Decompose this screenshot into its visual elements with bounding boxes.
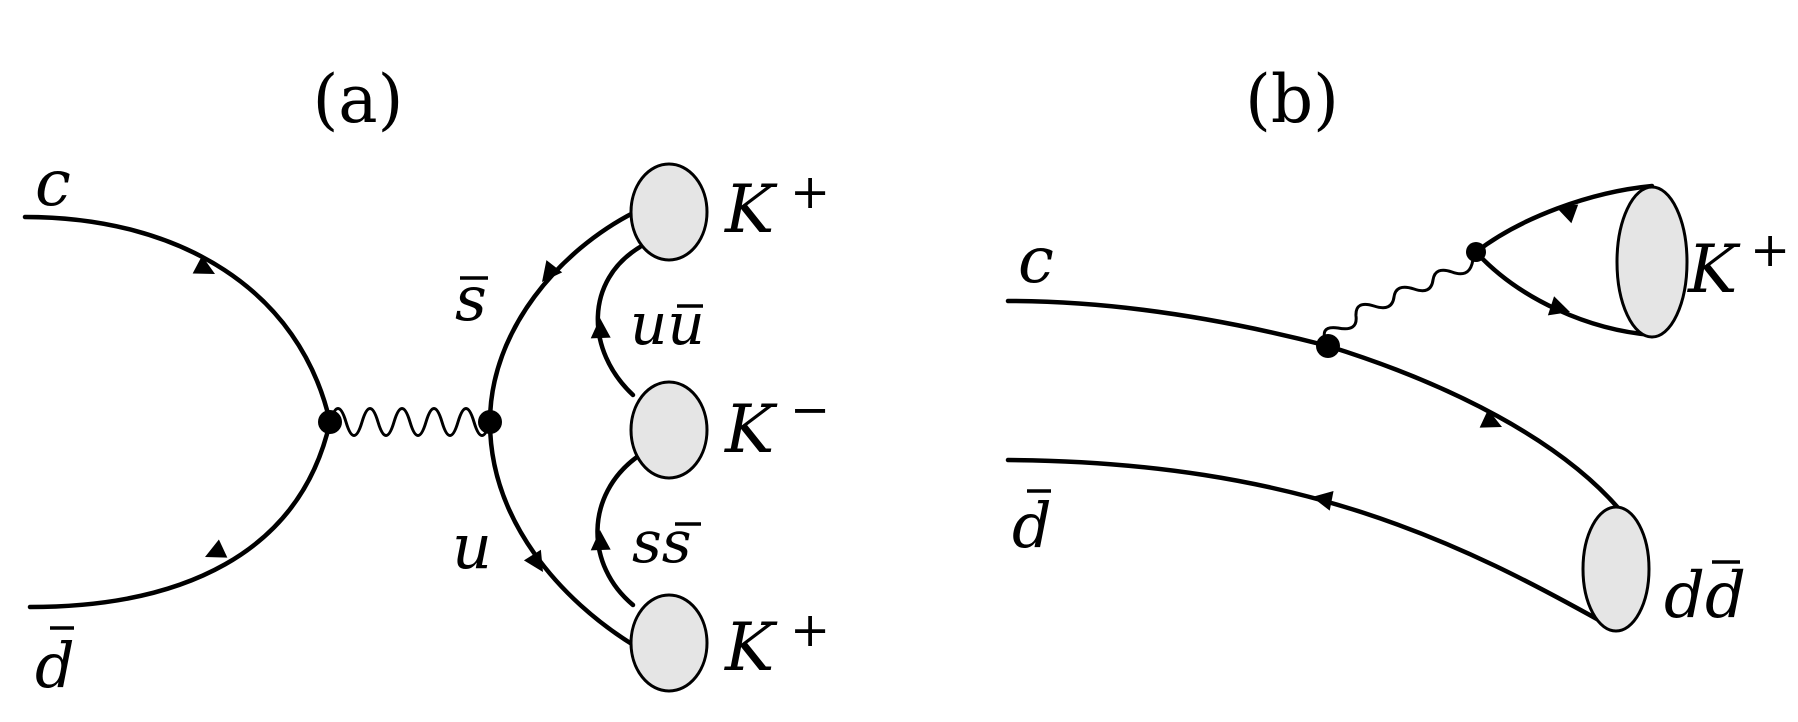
label-ssbar-base: ss bbox=[632, 508, 692, 576]
label-kplus-b-base: K bbox=[1687, 231, 1741, 308]
dbar-quark-arrow bbox=[205, 539, 228, 558]
label-kminus: K − bbox=[724, 382, 830, 468]
label-c: c bbox=[35, 147, 71, 221]
kplus-bottom-meson bbox=[629, 593, 709, 693]
panel-b: (b) c d K + dd bbox=[1005, 61, 1790, 633]
label-kplus-bottom: K + bbox=[724, 602, 830, 686]
sbar-quark-arrow bbox=[542, 260, 563, 282]
label-ssbar: ss bbox=[632, 508, 701, 576]
kplus-meson-b bbox=[1615, 185, 1689, 339]
ssbar-pair-line bbox=[595, 454, 640, 608]
sbar-quark-line bbox=[487, 209, 638, 425]
panel-a-title: (a) bbox=[313, 61, 404, 138]
label-ddbar-b-base: dd bbox=[1664, 559, 1746, 633]
kplus-quark-upper-line-b bbox=[1473, 183, 1655, 255]
u-quark-arrow bbox=[523, 549, 543, 572]
label-kplus-bottom-base: K bbox=[724, 609, 778, 686]
label-kplus-bottom-sup: + bbox=[790, 602, 830, 658]
ssbar-pair-arrow bbox=[590, 530, 611, 551]
dbar-quark-line-b bbox=[1005, 457, 1616, 631]
label-uubar: uu bbox=[630, 290, 705, 358]
panel-a: (a) c d s bbox=[22, 61, 830, 702]
uubar-pair-arrow bbox=[590, 318, 611, 339]
label-dbar-b: d bbox=[1012, 489, 1052, 562]
kminus-meson bbox=[629, 380, 709, 480]
dbar-quark-line bbox=[27, 419, 333, 610]
w-boson-propagator-b bbox=[1322, 250, 1478, 347]
label-sbar: s bbox=[455, 262, 488, 335]
label-kplus-top: K + bbox=[724, 164, 830, 248]
label-kplus-b: K + bbox=[1687, 222, 1790, 308]
label-uubar-base: uu bbox=[630, 290, 705, 358]
label-kplus-top-base: K bbox=[724, 171, 778, 248]
vertex-left bbox=[318, 410, 342, 434]
label-kplus-top-sup: + bbox=[790, 164, 830, 220]
label-kminus-base: K bbox=[724, 391, 778, 468]
label-u: u bbox=[452, 510, 492, 583]
label-dbar: d bbox=[35, 626, 75, 702]
label-c-b: c bbox=[1018, 224, 1054, 298]
w-boson-propagator bbox=[328, 407, 492, 437]
label-kplus-b-sup: + bbox=[1750, 222, 1790, 278]
d-quark-arrow-b bbox=[1479, 409, 1502, 428]
label-dbar-b-base: d bbox=[1012, 489, 1052, 562]
c-quark-line bbox=[22, 214, 333, 425]
kplus-quark-lower-arrow-b bbox=[1547, 296, 1570, 316]
vertex-lower-b bbox=[1316, 334, 1340, 358]
label-sbar-base: s bbox=[455, 262, 487, 335]
ddbar-meson-b bbox=[1581, 505, 1651, 633]
uubar-pair-line bbox=[595, 244, 643, 398]
dbar-quark-arrow-b bbox=[1312, 490, 1334, 511]
kplus-top-meson bbox=[629, 162, 709, 262]
label-kminus-sup: − bbox=[790, 382, 830, 438]
label-ddbar-b: dd bbox=[1664, 559, 1746, 633]
c-quark-arrow bbox=[192, 255, 215, 274]
label-dbar-base: d bbox=[35, 629, 75, 702]
u-quark-line bbox=[487, 419, 638, 649]
panel-b-title: (b) bbox=[1245, 61, 1339, 138]
c-quark-line-b bbox=[1005, 298, 1331, 349]
d-quark-line-b bbox=[1325, 343, 1623, 513]
kplus-quark-upper-arrow-b bbox=[1556, 204, 1579, 224]
